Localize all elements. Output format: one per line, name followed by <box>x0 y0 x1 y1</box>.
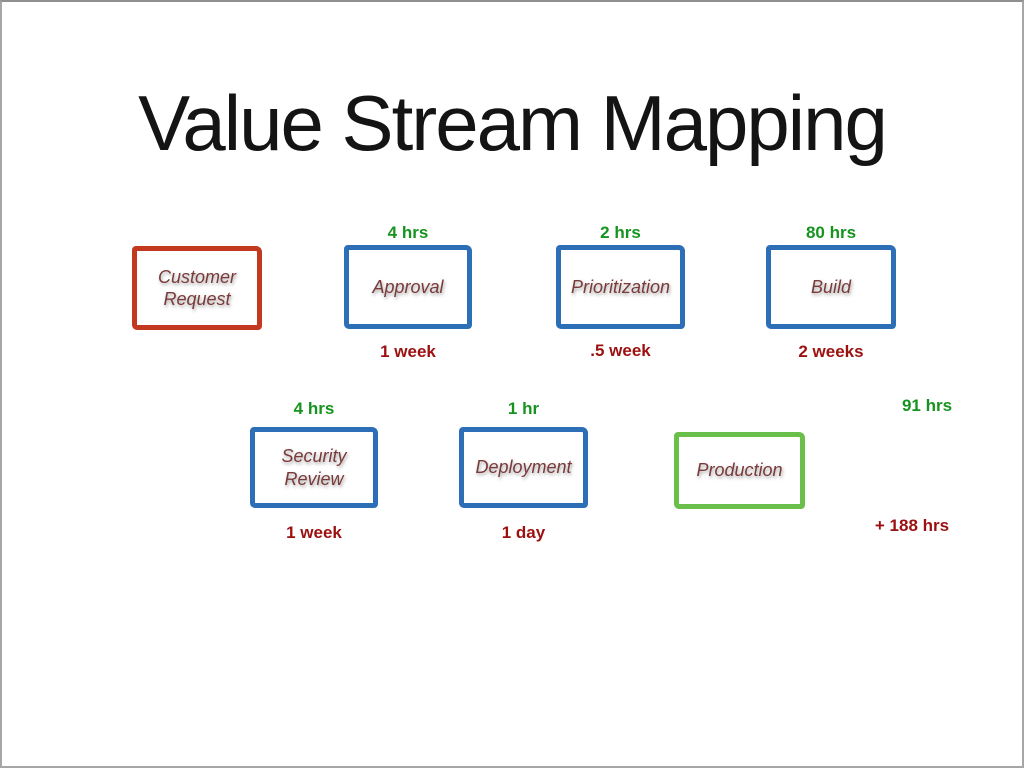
process-box-build: Build <box>766 245 896 329</box>
total-process-time: 91 hrs <box>901 396 953 415</box>
process-box-label: Build <box>810 276 852 297</box>
process-box-label: Prioritization <box>570 276 671 297</box>
total-wait-time: + 188 hrs <box>874 516 950 535</box>
wait-time-label-deployment: 1 day <box>501 523 546 542</box>
slide-title: Value Stream Mapping <box>138 79 888 167</box>
process-time-label-deployment: 1 hr <box>507 399 540 418</box>
process-box-approval: Approval <box>344 245 472 329</box>
wait-time-label-build: 2 weeks <box>798 342 864 361</box>
wait-time-label-prioritization: .5 week <box>590 341 651 360</box>
process-box-label: Approval <box>372 276 444 297</box>
process-box-label: Deployment <box>475 457 572 478</box>
process-box-production: Production <box>674 432 805 509</box>
process-box-label: Production <box>696 460 783 481</box>
process-box-deployment: Deployment <box>459 427 588 508</box>
process-box-customer-request: Customer Request <box>132 246 262 330</box>
process-time-label-prioritization: 2 hrs <box>600 223 641 242</box>
process-time-label-security-review: 4 hrs <box>293 399 335 418</box>
process-box-prioritization: Prioritization <box>556 245 685 329</box>
process-box-label: Customer Request <box>157 266 237 310</box>
process-time-label-approval: 4 hrs <box>387 223 429 242</box>
process-time-label-build: 80 hrs <box>805 223 857 242</box>
process-box-security-review: Security Review <box>250 427 378 508</box>
wait-time-label-approval: 1 week <box>380 342 436 361</box>
wait-time-label-security-review: 1 week <box>286 523 342 542</box>
process-box-label: Security Review <box>281 446 347 489</box>
